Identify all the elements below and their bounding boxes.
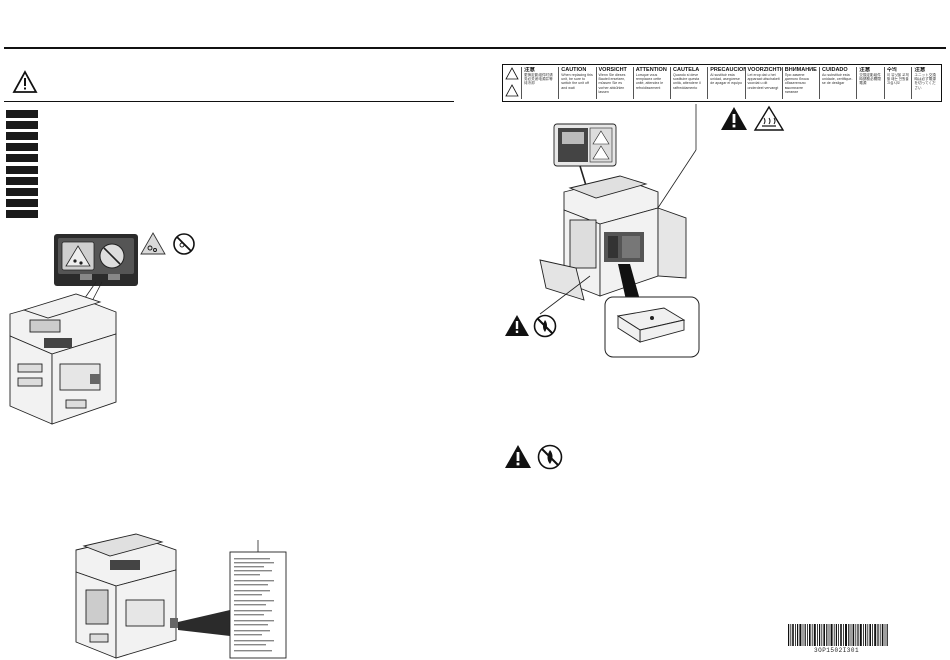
label-col-body: Al sustituir esta unidad, asegúrese de a… xyxy=(710,73,743,86)
label-col: VORSICHT Wenn Sie dieses Bauteil ersetze… xyxy=(595,67,633,99)
no-open-flame-icon xyxy=(537,444,563,470)
language-tab xyxy=(6,188,38,196)
language-tab xyxy=(6,143,38,151)
label-col: 注意 交換定影組件時請務必關閉電源 xyxy=(856,67,884,99)
top-rule xyxy=(4,47,946,49)
label-col-body: 交換定影組件時請務必關閉電源 xyxy=(859,73,881,86)
toner-cartridge-callout xyxy=(604,296,700,358)
label-col-body: ユニット交換時は必ず電源を切ってください xyxy=(914,73,936,90)
label-col-body: Ao substituir esta unidade, certifique-s… xyxy=(822,73,853,86)
label-col-title: CUIDADO xyxy=(822,67,848,73)
barcode xyxy=(788,624,888,646)
label-col: ВНИМАНИЕ При замене данного блока обязат… xyxy=(781,67,819,99)
label-col-body: Wenn Sie dieses Bauteil ersetzen, müssen… xyxy=(598,73,626,94)
label-col: PRECAUCION Al sustituir esta unidad, ase… xyxy=(707,67,745,99)
label-col-title: 주의 xyxy=(886,67,897,73)
label-col-title: PRECAUCION xyxy=(710,67,745,73)
label-col-title: CAUTELA xyxy=(673,67,700,73)
label-col: CAUTION When replacing this unit, be sur… xyxy=(558,67,595,99)
printer-illustration-right xyxy=(539,104,697,315)
caution-label: 注意 更换定影组件时请务必关闭电源并等待冷却 CAUTION When repl… xyxy=(502,64,942,102)
label-col-title: ВНИМАНИЕ xyxy=(784,67,817,73)
label-col: 注意 ユニット交換時は必ず電源を切ってください xyxy=(911,67,939,99)
language-tab xyxy=(6,121,38,129)
caution-label-icons xyxy=(505,67,519,97)
printer-illustration-left-bottom xyxy=(75,533,287,659)
label-col-body: Let erop dat u het apparaat uitschakelt … xyxy=(747,73,780,90)
warning-header-rule xyxy=(4,101,454,102)
language-tab xyxy=(6,110,38,118)
label-col-body: 更换定影组件时请务必关闭电源并等待冷却 xyxy=(524,73,553,86)
warning-triangle-icon xyxy=(505,315,529,336)
label-col-title: CAUTION xyxy=(561,67,587,73)
language-tab xyxy=(6,166,38,174)
label-col: 注意 更换定影组件时请务必关闭电源并等待冷却 xyxy=(521,67,558,99)
language-tab xyxy=(6,177,38,185)
label-col-title: ATTENTION xyxy=(635,67,667,73)
label-col: VOORZICHTIG Let erop dat u het apparaat … xyxy=(744,67,782,99)
label-col: CAUTELA Quando si deve sostituire questa… xyxy=(670,67,707,99)
label-col: ATTENTION Lorsque vous remplacez cette u… xyxy=(632,67,670,99)
language-tab xyxy=(6,199,38,207)
language-tab xyxy=(6,154,38,162)
no-open-flame-icon xyxy=(533,314,557,338)
label-col-body: 이 유닛을 교체할 때는 전원을 끄십시오 xyxy=(886,73,909,86)
label-col-body: Lorsque vous remplacez cette unité, atte… xyxy=(635,73,664,90)
label-col-title: 注意 xyxy=(859,67,871,73)
language-tab xyxy=(6,210,38,218)
label-col-title: VORSICHT xyxy=(598,67,627,73)
barcode-number: 3OP1502I301 xyxy=(814,647,860,654)
label-col: 주의 이 유닛을 교체할 때는 전원을 끄십시오 xyxy=(883,67,912,99)
label-col-body: When replacing this unit, be sure to swi… xyxy=(561,73,593,90)
no-open-flame-icon xyxy=(173,233,195,255)
warning-triangle-icon xyxy=(505,445,531,468)
label-col-title: 注意 xyxy=(524,67,536,73)
language-tab xyxy=(6,132,38,140)
hot-surface-icon xyxy=(753,105,785,131)
label-col: CUIDADO Ao substituir esta unidade, cert… xyxy=(819,67,856,99)
printer-illustration-left-top xyxy=(9,234,138,425)
caution-label-columns: 注意 更换定影组件时请务必关闭电源并等待冷却 CAUTION When repl… xyxy=(521,67,939,99)
warning-triangle-icon xyxy=(140,232,166,255)
label-col-title: 注意 xyxy=(914,67,926,73)
warning-triangle-icon xyxy=(721,107,747,130)
label-col-body: Quando si deve sostituire questa unità, … xyxy=(673,73,701,90)
label-col-title: VOORZICHTIG xyxy=(747,67,782,73)
label-col-body: При замене данного блока обязательно вык… xyxy=(784,73,809,94)
warning-triangle-icon xyxy=(12,70,38,93)
